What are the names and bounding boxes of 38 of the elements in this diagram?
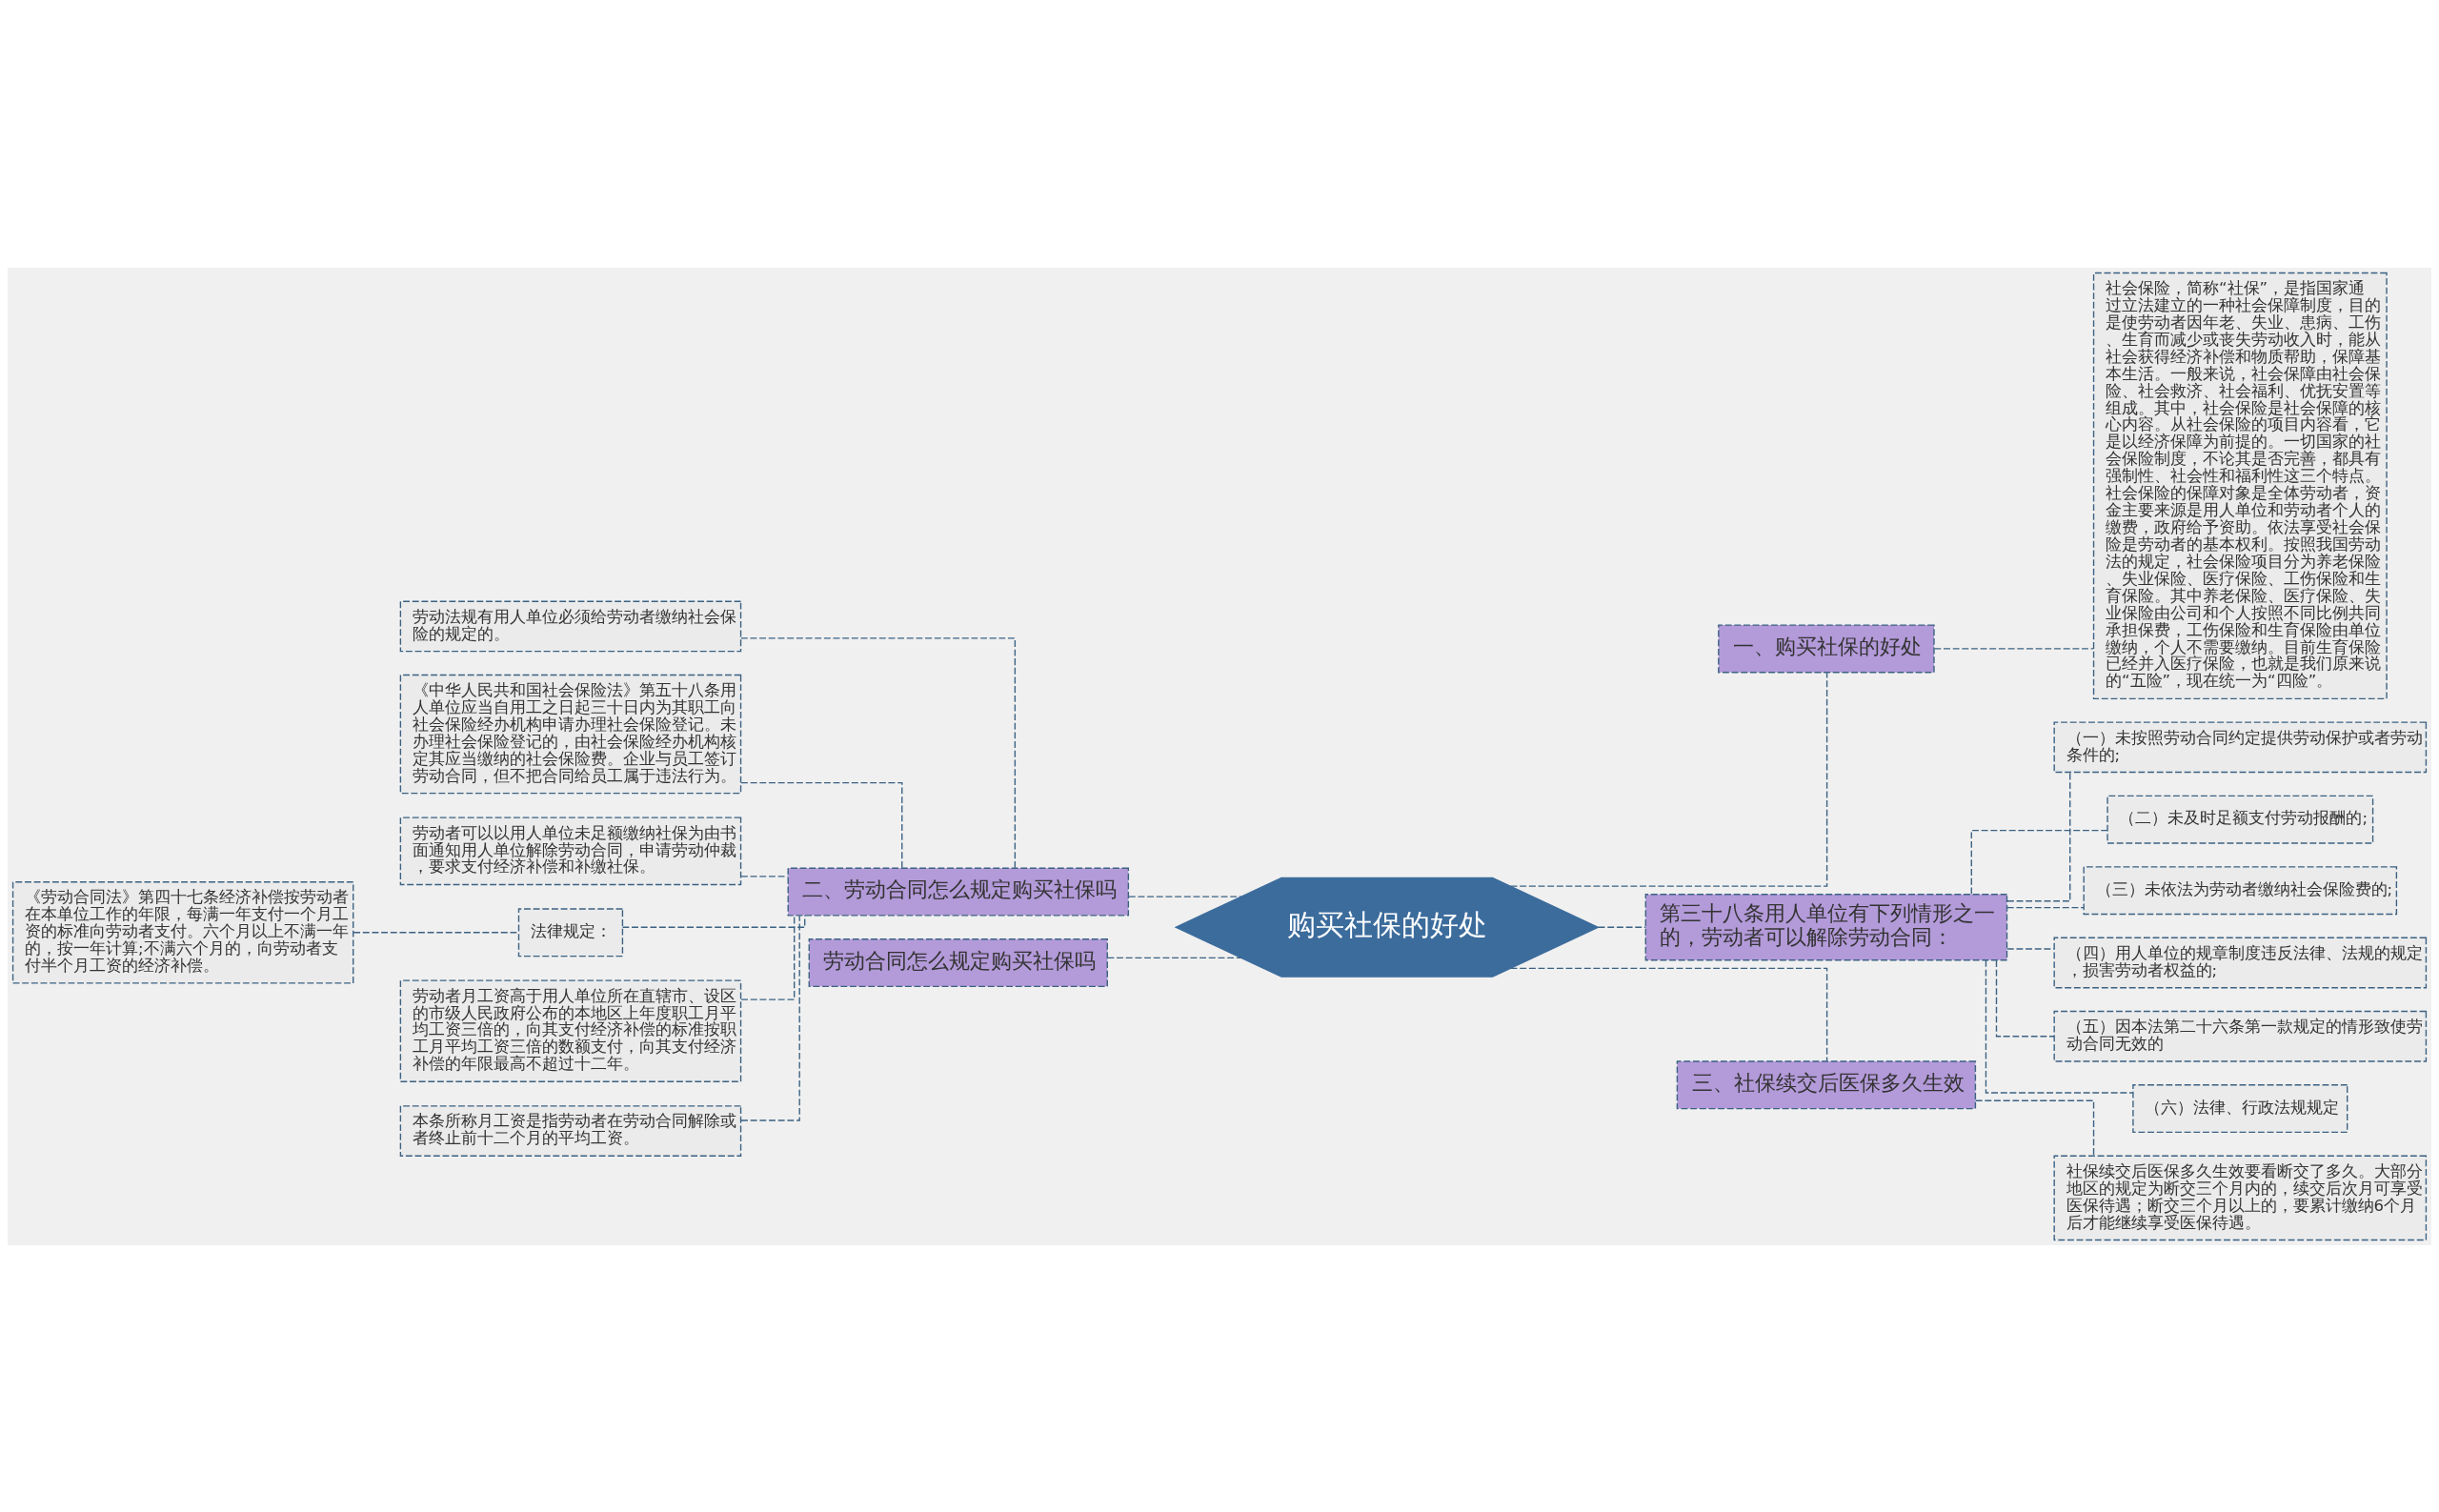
node-box: 三、社保续交后医保多久生效 — [1676, 1059, 1977, 1109]
node-box: （三）未依法为劳动者缴纳社会保险费的; — [2083, 865, 2398, 915]
connector — [1985, 958, 2134, 1094]
node-box: （五）因本法第二十六条第一款规定的情形致使劳动合同无效的 — [2053, 1010, 2428, 1062]
connector — [1510, 672, 1828, 887]
connector — [740, 636, 1017, 869]
node-box: 劳动合同怎么规定购买社保吗 — [808, 937, 1108, 987]
node-box: （二）未及时足额支付劳动报酬的; — [2106, 795, 2374, 844]
connector — [740, 875, 789, 877]
node-box: 法律规定： — [517, 907, 624, 957]
node-box: 《中华人民共和国社会保险法》第五十八条用人单位应当自用工之日起三十日内为其职工向社会保险经办机构申请办理社会保险登记。未办理社会保险登记的，由社会保险经办机构核定其应当缴纳的社会保险费。企业与员工签订劳动合同，但不把合同给员工属于违法行为。 — [399, 674, 742, 794]
connector — [2006, 947, 2055, 950]
node-box: 劳动者可以以用人单位未足额缴纳社保为由书面通知用人单位解除劳动合同，申请劳动仲裁，要求支付经济补偿和补缴社保。 — [399, 816, 742, 885]
connector — [1970, 829, 2108, 895]
connector — [1106, 957, 1242, 958]
connector — [740, 915, 800, 1121]
connector — [2006, 771, 2071, 901]
node-box: 《劳动合同法》第四十七条经济补偿按劳动者在本单位工作的年限，每满一年支付一个月工资的标准向劳动者支付。六个月以上不满一年的，按一年计算;不满六个月的，向劳动者支付半个月工资的经济补偿。 — [11, 880, 354, 984]
connector — [1128, 895, 1242, 897]
connector — [621, 914, 806, 928]
node-box: 第三十八条用人单位有下列情形之一的，劳动者可以解除劳动合同： — [1644, 893, 2008, 960]
node-box: 二、劳动合同怎么规定购买社保吗 — [787, 867, 1130, 917]
node-box: 社保续交后医保多久生效要看断交了多久。大部分地区的规定为断交三个月内的，续交后次月可享受医保待遇；断交三个月以上的，要累计缴纳6个月后才能继续享受医保待遇。 — [2053, 1155, 2428, 1240]
connector — [1933, 647, 2094, 650]
connector — [1510, 967, 1828, 1061]
node-box: （四）用人单位的规章制度违反法律、法规的规定，损害劳动者权益的; — [2053, 937, 2428, 988]
connector — [1995, 959, 2055, 1037]
connector — [740, 781, 903, 869]
connector — [2006, 906, 2085, 908]
node-box: 劳动法规有用人单位必须给劳动者缴纳社会保险的规定的。 — [399, 600, 742, 652]
node-box: 本条所称月工资是指劳动者在劳动合同解除或者终止前十二个月的平均工资。 — [399, 1104, 742, 1157]
connector — [1597, 926, 1646, 928]
node-box: （六）法律、行政法规规定 — [2132, 1083, 2348, 1133]
node-box: 一、购买社保的好处 — [1718, 623, 1935, 673]
node-box: （一）未按照劳动合同约定提供劳动保护或者劳动条件的; — [2053, 720, 2428, 773]
node-box: 社会保险，简称“社保”，是指国家通过立法建立的一种社会保障制度，目的是使劳动者因年老、失业、患病、工伤、生育而减少或丧失劳动收入时，能从社会获得经济补偿和物质帮助，保障基本生活。一般来说，社会保障由社会保险、社会救济、社会福利、优抚安置等组成。其中，社会保险是社会保障的核心内容。从社会保险的项目内容看，它是以经济保障为前提的。一切国家的社会保险制度，不论其是否完善，都具有强制性、社会性和福利性这三个特点。社会保险的保障对象是全体劳动者，资金主要来源是用人单位和劳动者个人的缴费，政府给予资助。依法享受社会保险是劳动者的基本权利。按照我国劳动法的规定，社会保险项目分为养老保险、失业保险、医疗保险、工伤保险和生育保险。其中养老保险、医疗保险、失业保险由公司和个人按照不同比例共同承担保费，工伤保险和生育保险由单位缴纳，个人不需要缴纳。目前生育保险已经并入医疗保险，也就是我们原来说的“五险”，现在统一为“四险”。 — [2092, 272, 2388, 699]
node-box: 劳动者月工资高于用人单位所在直辖市、设区的市级人民政府公布的本地区上年度职工月平均工资三倍的，向其支付经济补偿的标准按职工月平均工资三倍的数额支付，向其支付经济补偿的年限最高不超过十二年。 — [399, 978, 742, 1082]
connector — [1974, 1099, 2095, 1157]
